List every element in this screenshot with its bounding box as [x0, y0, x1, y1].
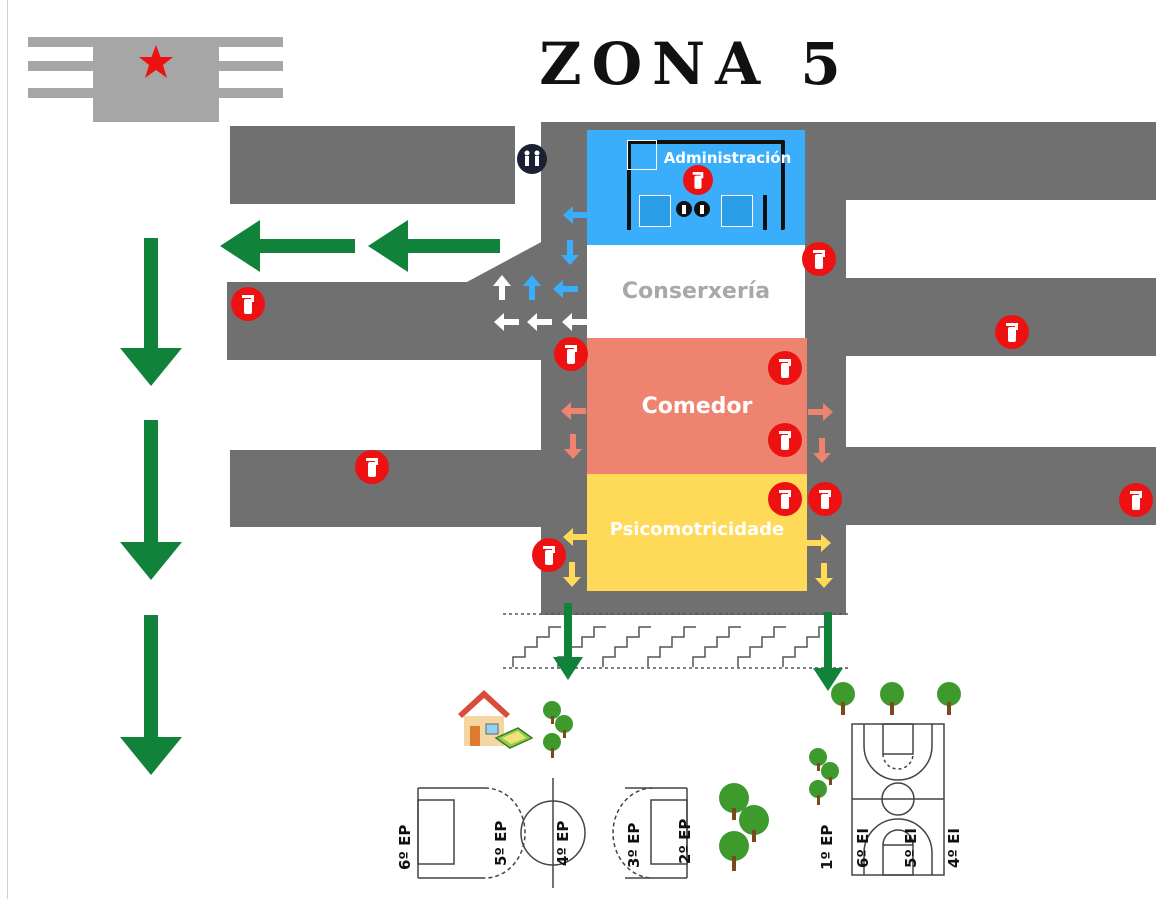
page-border — [7, 0, 8, 899]
tree-icon — [809, 748, 839, 805]
fire-extinguisher-icon — [1119, 483, 1153, 517]
field-label-4ep: 4º EP — [554, 820, 572, 866]
direction-arrow-left — [563, 528, 588, 546]
tree-icon — [937, 682, 961, 715]
fire-extinguisher-icon — [768, 482, 802, 516]
direction-arrow-left — [562, 313, 587, 331]
cabinet — [627, 140, 657, 170]
field-label-1ep: 1º EP — [818, 824, 836, 870]
fire-extinguisher-icon — [768, 351, 802, 385]
evacuation-arrow-down — [120, 420, 182, 580]
fire-extinguisher-icon — [355, 450, 389, 484]
field-label-6ei: 6º EI — [854, 828, 872, 868]
direction-arrow-left — [563, 206, 588, 224]
fire-extinguisher-icon — [554, 337, 588, 371]
direction-arrow-left — [494, 313, 519, 331]
direction-arrow-up — [493, 275, 511, 300]
evacuation-arrow-down — [120, 615, 182, 775]
fire-extinguisher-icon — [768, 423, 802, 457]
room-conserxeria: Conserxería — [587, 245, 805, 338]
road-low-left — [230, 450, 560, 527]
house-icon — [458, 690, 534, 749]
evacuation-arrow-down — [813, 612, 843, 691]
fire-extinguisher-icon — [683, 165, 713, 195]
tree-icon — [880, 682, 904, 715]
cabinet — [721, 195, 753, 227]
room-label-psicomotricidade: Psicomotricidade — [609, 518, 785, 540]
page-title: ZONA 5 — [539, 30, 851, 98]
field-label-6ep: 6º EP — [396, 824, 414, 870]
fire-extinguisher-icon — [532, 538, 566, 572]
room-label-conserxeria: Conserxería — [621, 279, 771, 304]
evacuation-arrow-down — [553, 603, 583, 680]
field-label-2ep: 2º EP — [676, 818, 694, 864]
tree-icon — [831, 682, 855, 715]
road-top-right — [800, 122, 1156, 200]
room-label-comedor: Comedor — [641, 393, 753, 419]
evacuation-arrow-down — [120, 238, 182, 386]
desk-left-edge — [627, 195, 631, 230]
field-label-5ep: 5º EP — [492, 820, 510, 866]
direction-arrow-right — [806, 534, 831, 552]
direction-arrow-down — [564, 434, 582, 459]
road-low-right — [800, 447, 1156, 525]
fire-extinguisher-icon — [808, 482, 842, 516]
evacuation-arrow-left — [220, 220, 355, 272]
fire-extinguisher-icon — [231, 287, 265, 321]
desk-right-edge — [763, 195, 767, 230]
tree-icon — [543, 701, 573, 758]
cabinet — [639, 195, 671, 227]
restroom-icon — [517, 144, 547, 174]
direction-arrow-left — [561, 402, 586, 420]
field-label-3ep: 3º EP — [625, 822, 643, 868]
direction-arrow-down — [813, 438, 831, 463]
tree-icon — [719, 783, 769, 871]
desk-outline — [627, 140, 785, 230]
evacuation-arrow-left — [368, 220, 500, 272]
direction-arrow-down — [561, 240, 579, 265]
direction-arrow-left — [553, 280, 578, 298]
road-ramp — [455, 240, 555, 285]
direction-arrow-up — [523, 275, 541, 300]
direction-arrow-down — [815, 563, 833, 588]
star-icon — [139, 45, 173, 78]
football-pitch — [417, 778, 688, 888]
room-label-administracion: Administración — [663, 149, 792, 167]
basketball-court — [851, 723, 945, 876]
fire-extinguisher-icon — [802, 242, 836, 276]
direction-arrow-down — [563, 562, 581, 587]
restroom-icon — [676, 201, 710, 217]
direction-arrow-left — [527, 313, 552, 331]
road-mid-right — [800, 278, 1156, 356]
field-label-4ei: 4º EI — [945, 828, 963, 868]
road-top-left — [230, 126, 515, 204]
fire-extinguisher-icon — [995, 315, 1029, 349]
direction-arrow-right — [808, 403, 833, 421]
field-label-5ei: 5º EI — [902, 828, 920, 868]
